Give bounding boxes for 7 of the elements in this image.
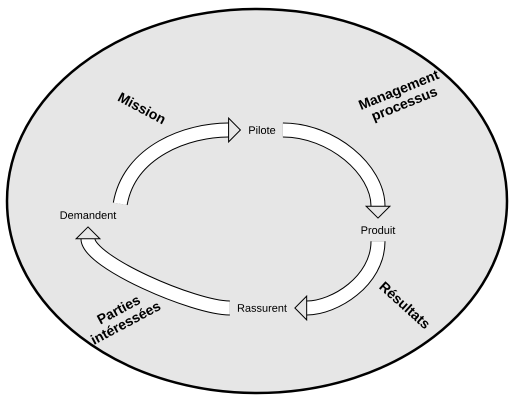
node-label: Produit: [362, 226, 396, 234]
block-arrow: [282, 122, 392, 219]
block-arrow: [294, 240, 386, 322]
node-label: Pilote: [249, 126, 276, 134]
node-label: Rassurent: [238, 304, 287, 312]
block-arrow: [74, 226, 231, 316]
node-label: Demandent: [60, 210, 116, 220]
